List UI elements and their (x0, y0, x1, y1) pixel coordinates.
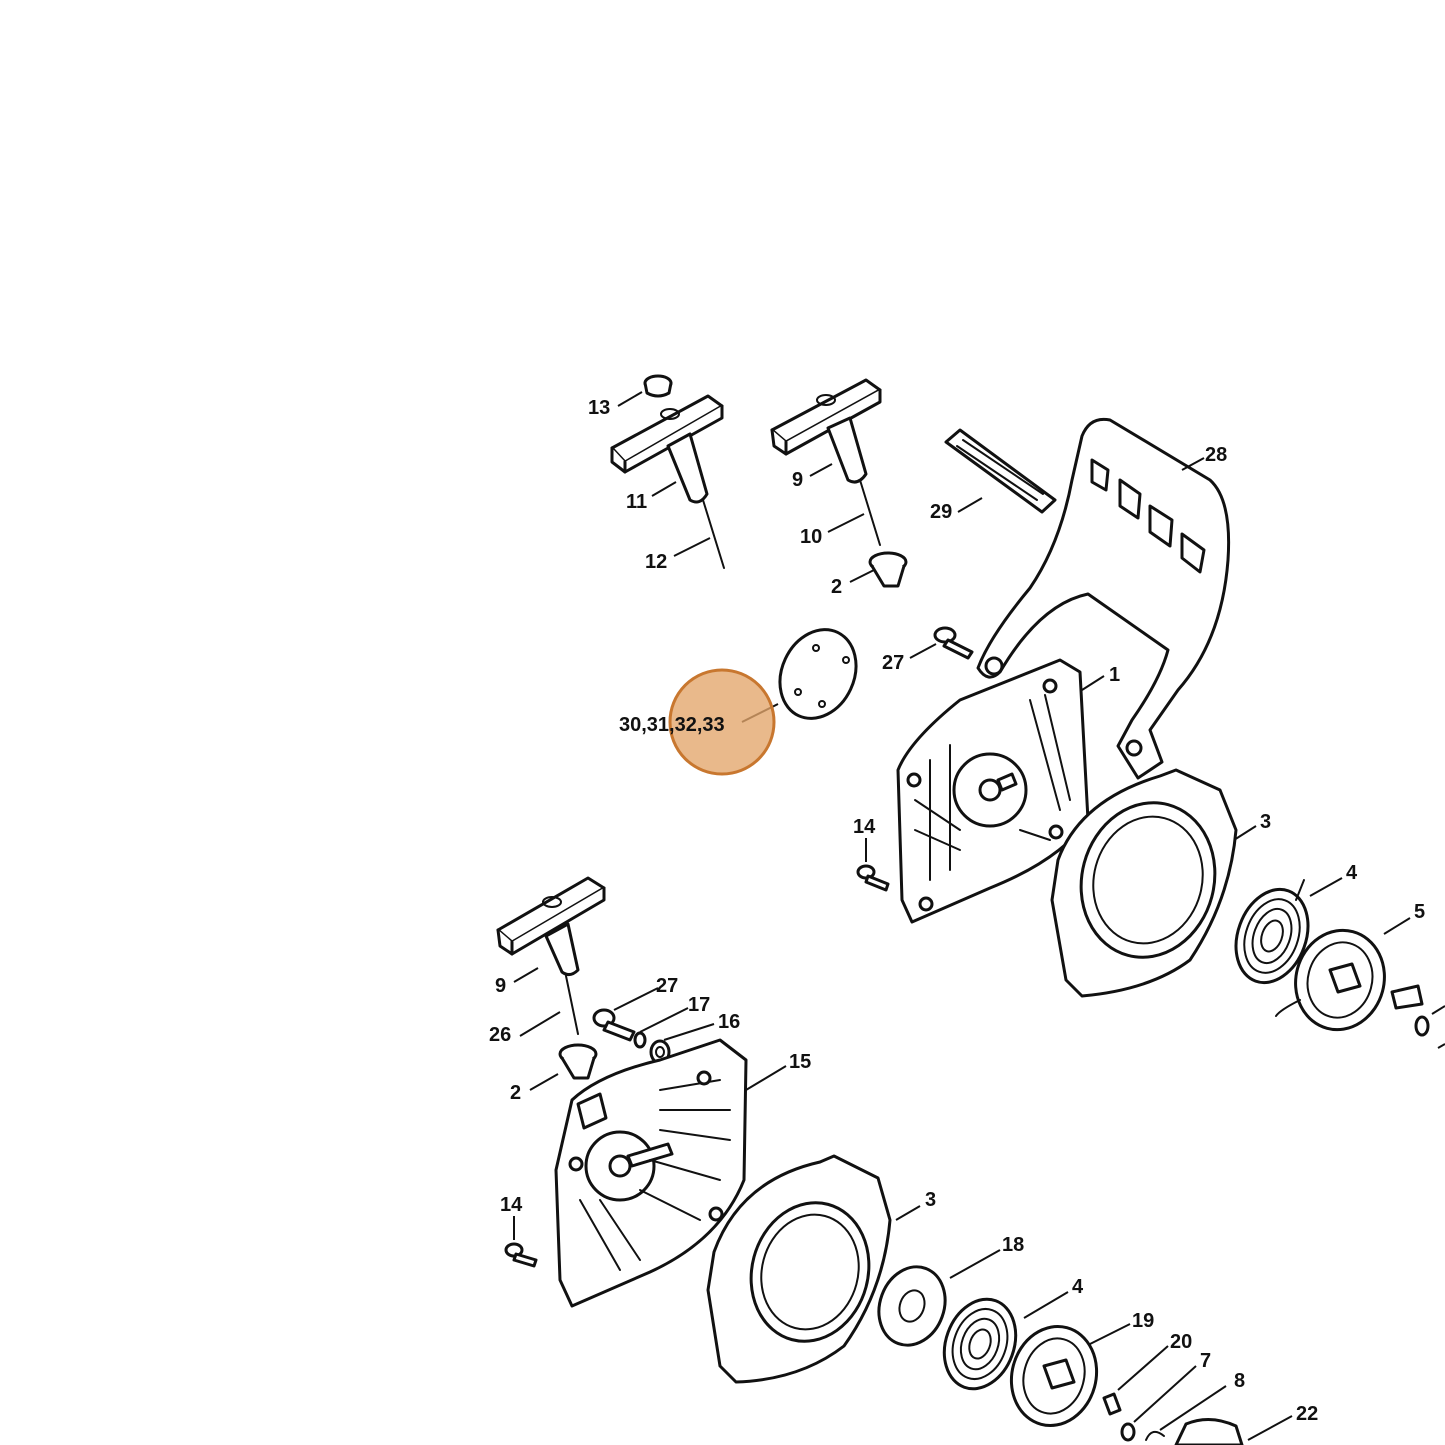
label-29[interactable]: 29 (930, 501, 952, 523)
label-13[interactable]: 13 (588, 397, 610, 419)
part-15-starter-housing-lower (554, 1038, 748, 1308)
label-2[interactable]: 2 (831, 576, 842, 598)
part-29-plate (944, 428, 1057, 514)
label-10[interactable]: 10 (800, 526, 822, 548)
part-11-starter-grip (610, 394, 724, 504)
part-14-screw-upper (856, 864, 890, 892)
part-12-rope (702, 499, 725, 569)
label-8[interactable]: 8 (1234, 1370, 1245, 1392)
label-4[interactable]: 4 (1346, 862, 1358, 884)
label-28[interactable]: 28 (1205, 444, 1227, 466)
label-18[interactable]: 18 (1002, 1234, 1024, 1256)
part-9-starter-grip-lower (496, 876, 606, 977)
part-4-rewind-spring-upper (1234, 879, 1310, 985)
label-20[interactable]: 20 (1170, 1331, 1192, 1353)
part-17-washer (633, 1031, 647, 1049)
label-11[interactable]: 11 (626, 491, 647, 513)
label-14[interactable]: 14 (500, 1194, 523, 1216)
part-26-rope (565, 975, 579, 1035)
part-4-rewind-spring-lower (942, 1297, 1018, 1391)
part-28-hand-guard (976, 417, 1231, 780)
label-2[interactable]: 2 (510, 1082, 521, 1104)
part-27-screw-upper (933, 626, 974, 660)
part-2-bushing-lower (558, 1043, 598, 1080)
label-1[interactable]: 1 (1109, 664, 1120, 686)
part-18-washer-disc (877, 1265, 947, 1347)
part-20-pin (1102, 1392, 1122, 1416)
label-9[interactable]: 9 (495, 975, 506, 997)
part-8-clip (1145, 1430, 1165, 1441)
part-30-33-disc (778, 628, 858, 720)
label-5[interactable]: 5 (1414, 901, 1425, 923)
part-labels: 13 11 12 9 10 2 29 28 27 1 30,31,32,33 3… (489, 397, 1425, 1425)
part-13-cap (643, 374, 673, 398)
label-16[interactable]: 16 (718, 1011, 740, 1033)
part-1-starter-housing (896, 658, 1090, 924)
label-9[interactable]: 9 (792, 469, 803, 491)
part-5-rope-rotor-upper (1275, 928, 1386, 1032)
part-3-fan-housing-upper (1050, 768, 1238, 998)
label-27[interactable]: 27 (656, 975, 678, 997)
part-14-screw-lower (504, 1242, 538, 1268)
label-19[interactable]: 19 (1132, 1310, 1154, 1332)
label-30-31-32-33[interactable]: 30,31,32,33 (619, 714, 725, 736)
label-7[interactable]: 7 (1200, 1350, 1211, 1372)
part-9-starter-grip-upper (770, 378, 882, 484)
part-27-screw-lower (592, 1008, 636, 1042)
label-26[interactable]: 26 (489, 1024, 511, 1046)
label-14[interactable]: 14 (853, 816, 876, 838)
part-pin-upper (1390, 984, 1430, 1037)
part-7-ring (1120, 1422, 1136, 1442)
part-3-fan-housing-lower (706, 1154, 892, 1384)
part-2-bushing-upper (868, 551, 908, 588)
label-22[interactable]: 22 (1296, 1403, 1318, 1425)
label-12[interactable]: 12 (645, 551, 667, 573)
label-4[interactable]: 4 (1072, 1276, 1084, 1298)
part-19-rope-rotor-lower (1009, 1324, 1099, 1428)
highlight-marker[interactable] (668, 668, 776, 776)
label-27[interactable]: 27 (882, 652, 904, 674)
label-15[interactable]: 15 (789, 1051, 811, 1073)
part-10-rope (859, 479, 881, 546)
label-3[interactable]: 3 (1260, 811, 1271, 833)
label-17[interactable]: 17 (688, 994, 710, 1016)
label-3[interactable]: 3 (925, 1189, 936, 1211)
part-22-pawl-carrier (1174, 1418, 1244, 1445)
